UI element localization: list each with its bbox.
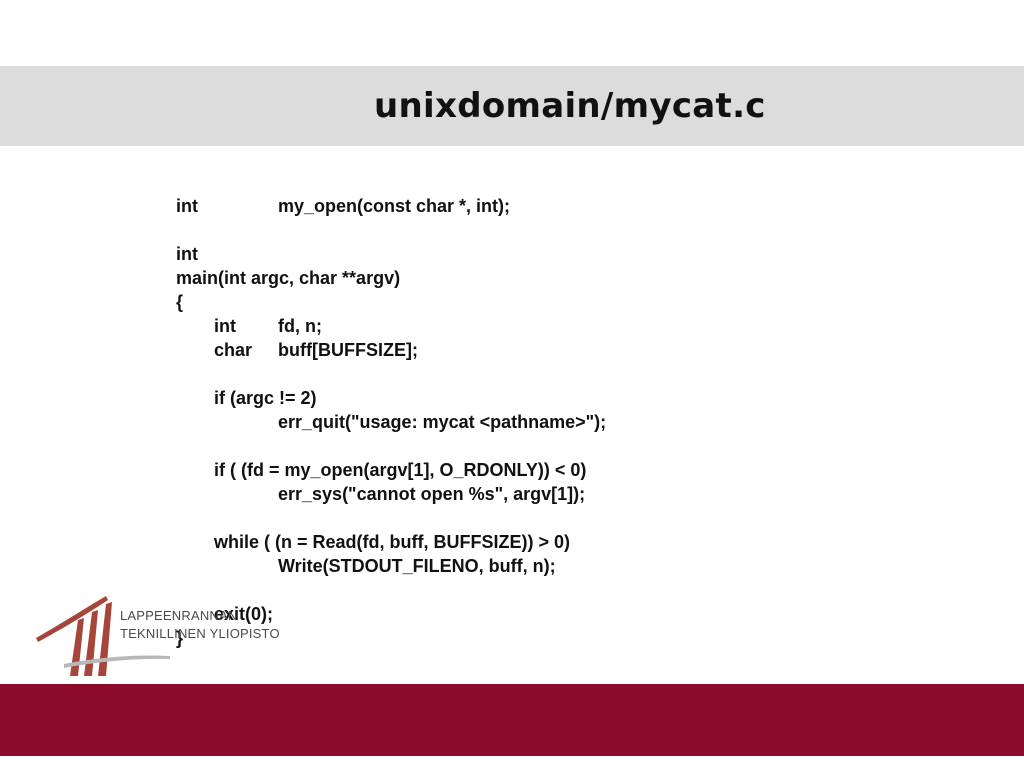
- code-token: {: [176, 292, 184, 312]
- university-logo: LAPPEENRANNAN TEKNILLINEN YLIOPISTO: [34, 592, 294, 678]
- code-token: if ( (fd = my_open(argv[1], O_RDONLY)) <…: [214, 460, 587, 480]
- code-token: }: [176, 628, 184, 648]
- code-token: exit(0);: [214, 604, 274, 624]
- code-token: buff[BUFFSIZE];: [278, 340, 418, 360]
- code-token: main(int argc, char **argv): [176, 268, 401, 288]
- logo-text-line1: LAPPEENRANNAN: [120, 608, 238, 623]
- code-token: Write(STDOUT_FILENO, buff, n);: [278, 556, 556, 576]
- footer-band: [0, 684, 1024, 756]
- slide-title: unixdomain/mycat.c: [374, 86, 766, 126]
- code-token: err_quit("usage: mycat <pathname>");: [278, 412, 607, 432]
- university-logo-icon: [36, 596, 170, 676]
- code-token: int: [176, 244, 198, 264]
- code-token: fd, n;: [278, 316, 322, 336]
- code-token: if (argc != 2): [214, 388, 317, 408]
- code-token: err_sys("cannot open %s", argv[1]);: [278, 484, 586, 504]
- code-token: my_open(const char *, int);: [278, 196, 511, 216]
- code-token: while ( (n = Read(fd, buff, BUFFSIZE)) >…: [214, 532, 570, 552]
- code-token: int: [214, 316, 236, 336]
- logo-text-line2: TEKNILLINEN YLIOPISTO: [120, 626, 280, 641]
- code-token: char: [214, 340, 253, 360]
- code-token: int: [176, 196, 198, 216]
- title-band: unixdomain/mycat.c: [0, 66, 1024, 146]
